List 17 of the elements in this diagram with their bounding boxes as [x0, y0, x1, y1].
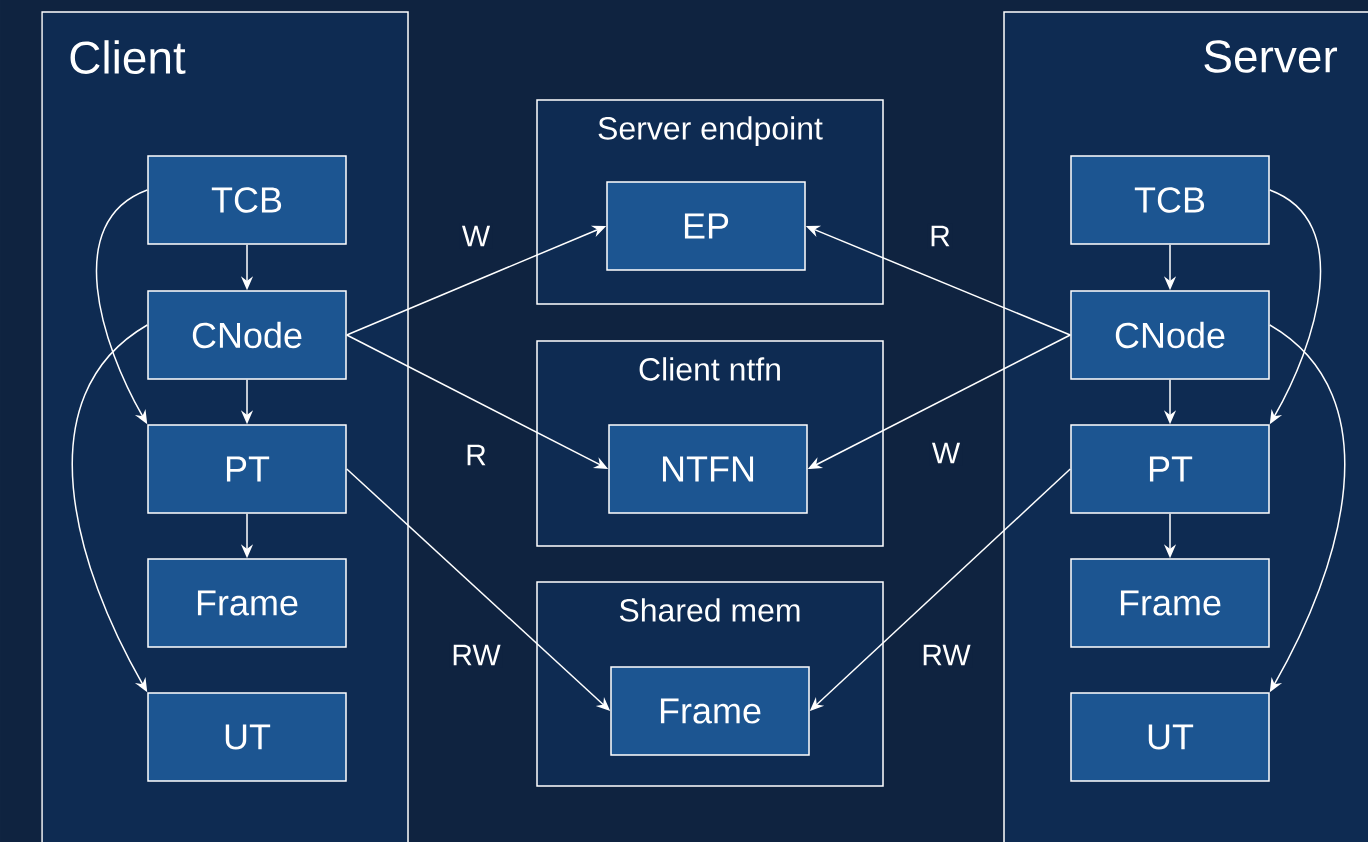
component-box: CNode: [1070, 290, 1270, 380]
component-box: TCB: [147, 155, 347, 245]
component-box: PT: [147, 424, 347, 514]
component-box: CNode: [147, 290, 347, 380]
edge-label: RW: [449, 642, 503, 668]
component-box: Frame: [1070, 558, 1270, 648]
component-box: Frame: [610, 666, 810, 756]
component-box: Frame: [147, 558, 347, 648]
edge-label: R: [463, 442, 489, 468]
component-box: UT: [1070, 692, 1270, 782]
edge-label: R: [927, 223, 953, 249]
component-box: TCB: [1070, 155, 1270, 245]
edge-label: RW: [919, 642, 973, 668]
component-box: UT: [147, 692, 347, 782]
component-box: NTFN: [608, 424, 808, 514]
component-box: PT: [1070, 424, 1270, 514]
component-box: EP: [606, 181, 806, 271]
